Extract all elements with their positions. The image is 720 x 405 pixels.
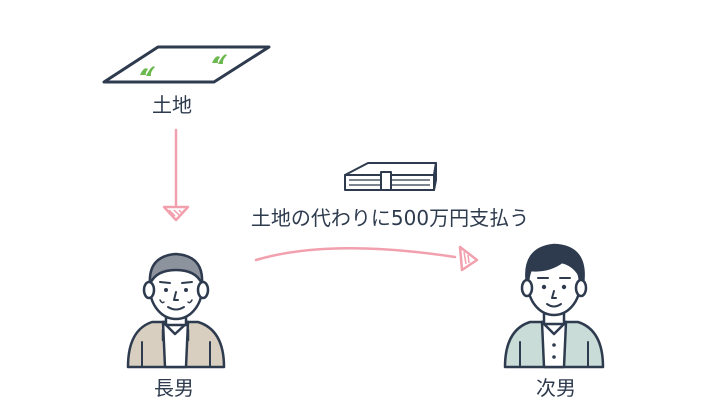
eldest-son-label: 長男 <box>154 376 194 400</box>
grass-tuft-icon <box>140 54 227 76</box>
man-icon <box>503 243 605 369</box>
land-plot-icon <box>102 45 271 84</box>
land-label: 土地 <box>152 93 192 117</box>
payment-label: 土地の代わりに500万円支払う <box>250 206 530 230</box>
payment-arrow <box>254 245 479 272</box>
elderly-man-icon <box>126 252 226 369</box>
down-arrow <box>162 128 190 222</box>
cash-bundle-icon <box>344 162 437 191</box>
second-son-label: 次男 <box>536 376 576 400</box>
